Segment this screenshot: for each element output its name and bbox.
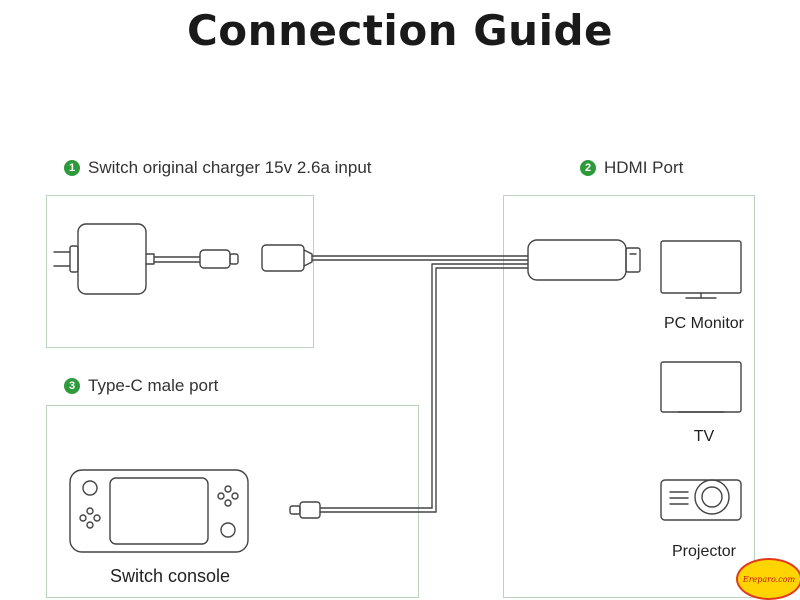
type-c-cable-icon [289, 263, 529, 519]
charger-cable-icon [153, 249, 239, 269]
section-charger-input: 1 Switch original charger 15v 2.6a input [64, 158, 372, 178]
section-hdmi-port: 2 HDMI Port [580, 158, 683, 178]
section-label-text: Type-C male port [88, 376, 219, 395]
step-number-badge: 3 [64, 378, 80, 394]
projector-label: Projector [671, 543, 737, 560]
pc-monitor-label: PC Monitor [663, 315, 745, 332]
game-console-icon [69, 469, 249, 553]
step-number-badge: 2 [580, 160, 596, 176]
main-cable-icon [311, 255, 529, 261]
section-label-text: Switch original charger 15v 2.6a input [88, 158, 372, 177]
hdmi-connector-icon [527, 239, 641, 281]
power-adapter-icon [53, 223, 155, 295]
watermark-text: Ereparo.com [742, 574, 796, 584]
console-panel [46, 405, 419, 598]
tv-icon [660, 361, 742, 413]
hdmi-panel [503, 195, 755, 598]
pc-monitor-icon [660, 240, 742, 299]
step-number-badge: 1 [64, 160, 80, 176]
projector-icon [660, 479, 742, 521]
usb-c-female-connector-icon [261, 244, 313, 272]
watermark-logo: Ereparo.com [736, 558, 800, 600]
tv-label: TV [693, 428, 715, 445]
page-title: Connection Guide [186, 6, 614, 55]
console-label: Switch console [109, 566, 231, 586]
section-label-text: HDMI Port [604, 158, 684, 177]
section-typec-port: 3 Type-C male port [64, 376, 218, 396]
